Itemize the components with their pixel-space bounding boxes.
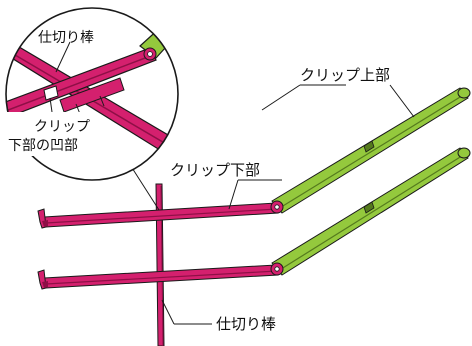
clip-lower-part-upper xyxy=(37,202,279,229)
label-divider-zoom: 仕切り棒 xyxy=(38,30,94,46)
label-clip-lower: クリップ下部 xyxy=(170,161,260,179)
label-clip-notch-line2: 下部の凹部 xyxy=(8,138,78,154)
label-clip-upper: クリップ上部 xyxy=(300,66,390,84)
divider-rod xyxy=(155,183,165,346)
clip-upper-part-upper xyxy=(271,87,471,214)
clip-assembly-lower xyxy=(37,147,471,290)
clip-lower-part-lower xyxy=(37,264,279,290)
clip-assembly-upper xyxy=(37,87,471,229)
label-divider-bottom: 仕切り棒 xyxy=(216,315,276,333)
label-clip-notch-line1: クリップ xyxy=(34,119,90,135)
clip-upper-part-lower xyxy=(271,147,471,276)
leader-lines xyxy=(126,84,415,325)
